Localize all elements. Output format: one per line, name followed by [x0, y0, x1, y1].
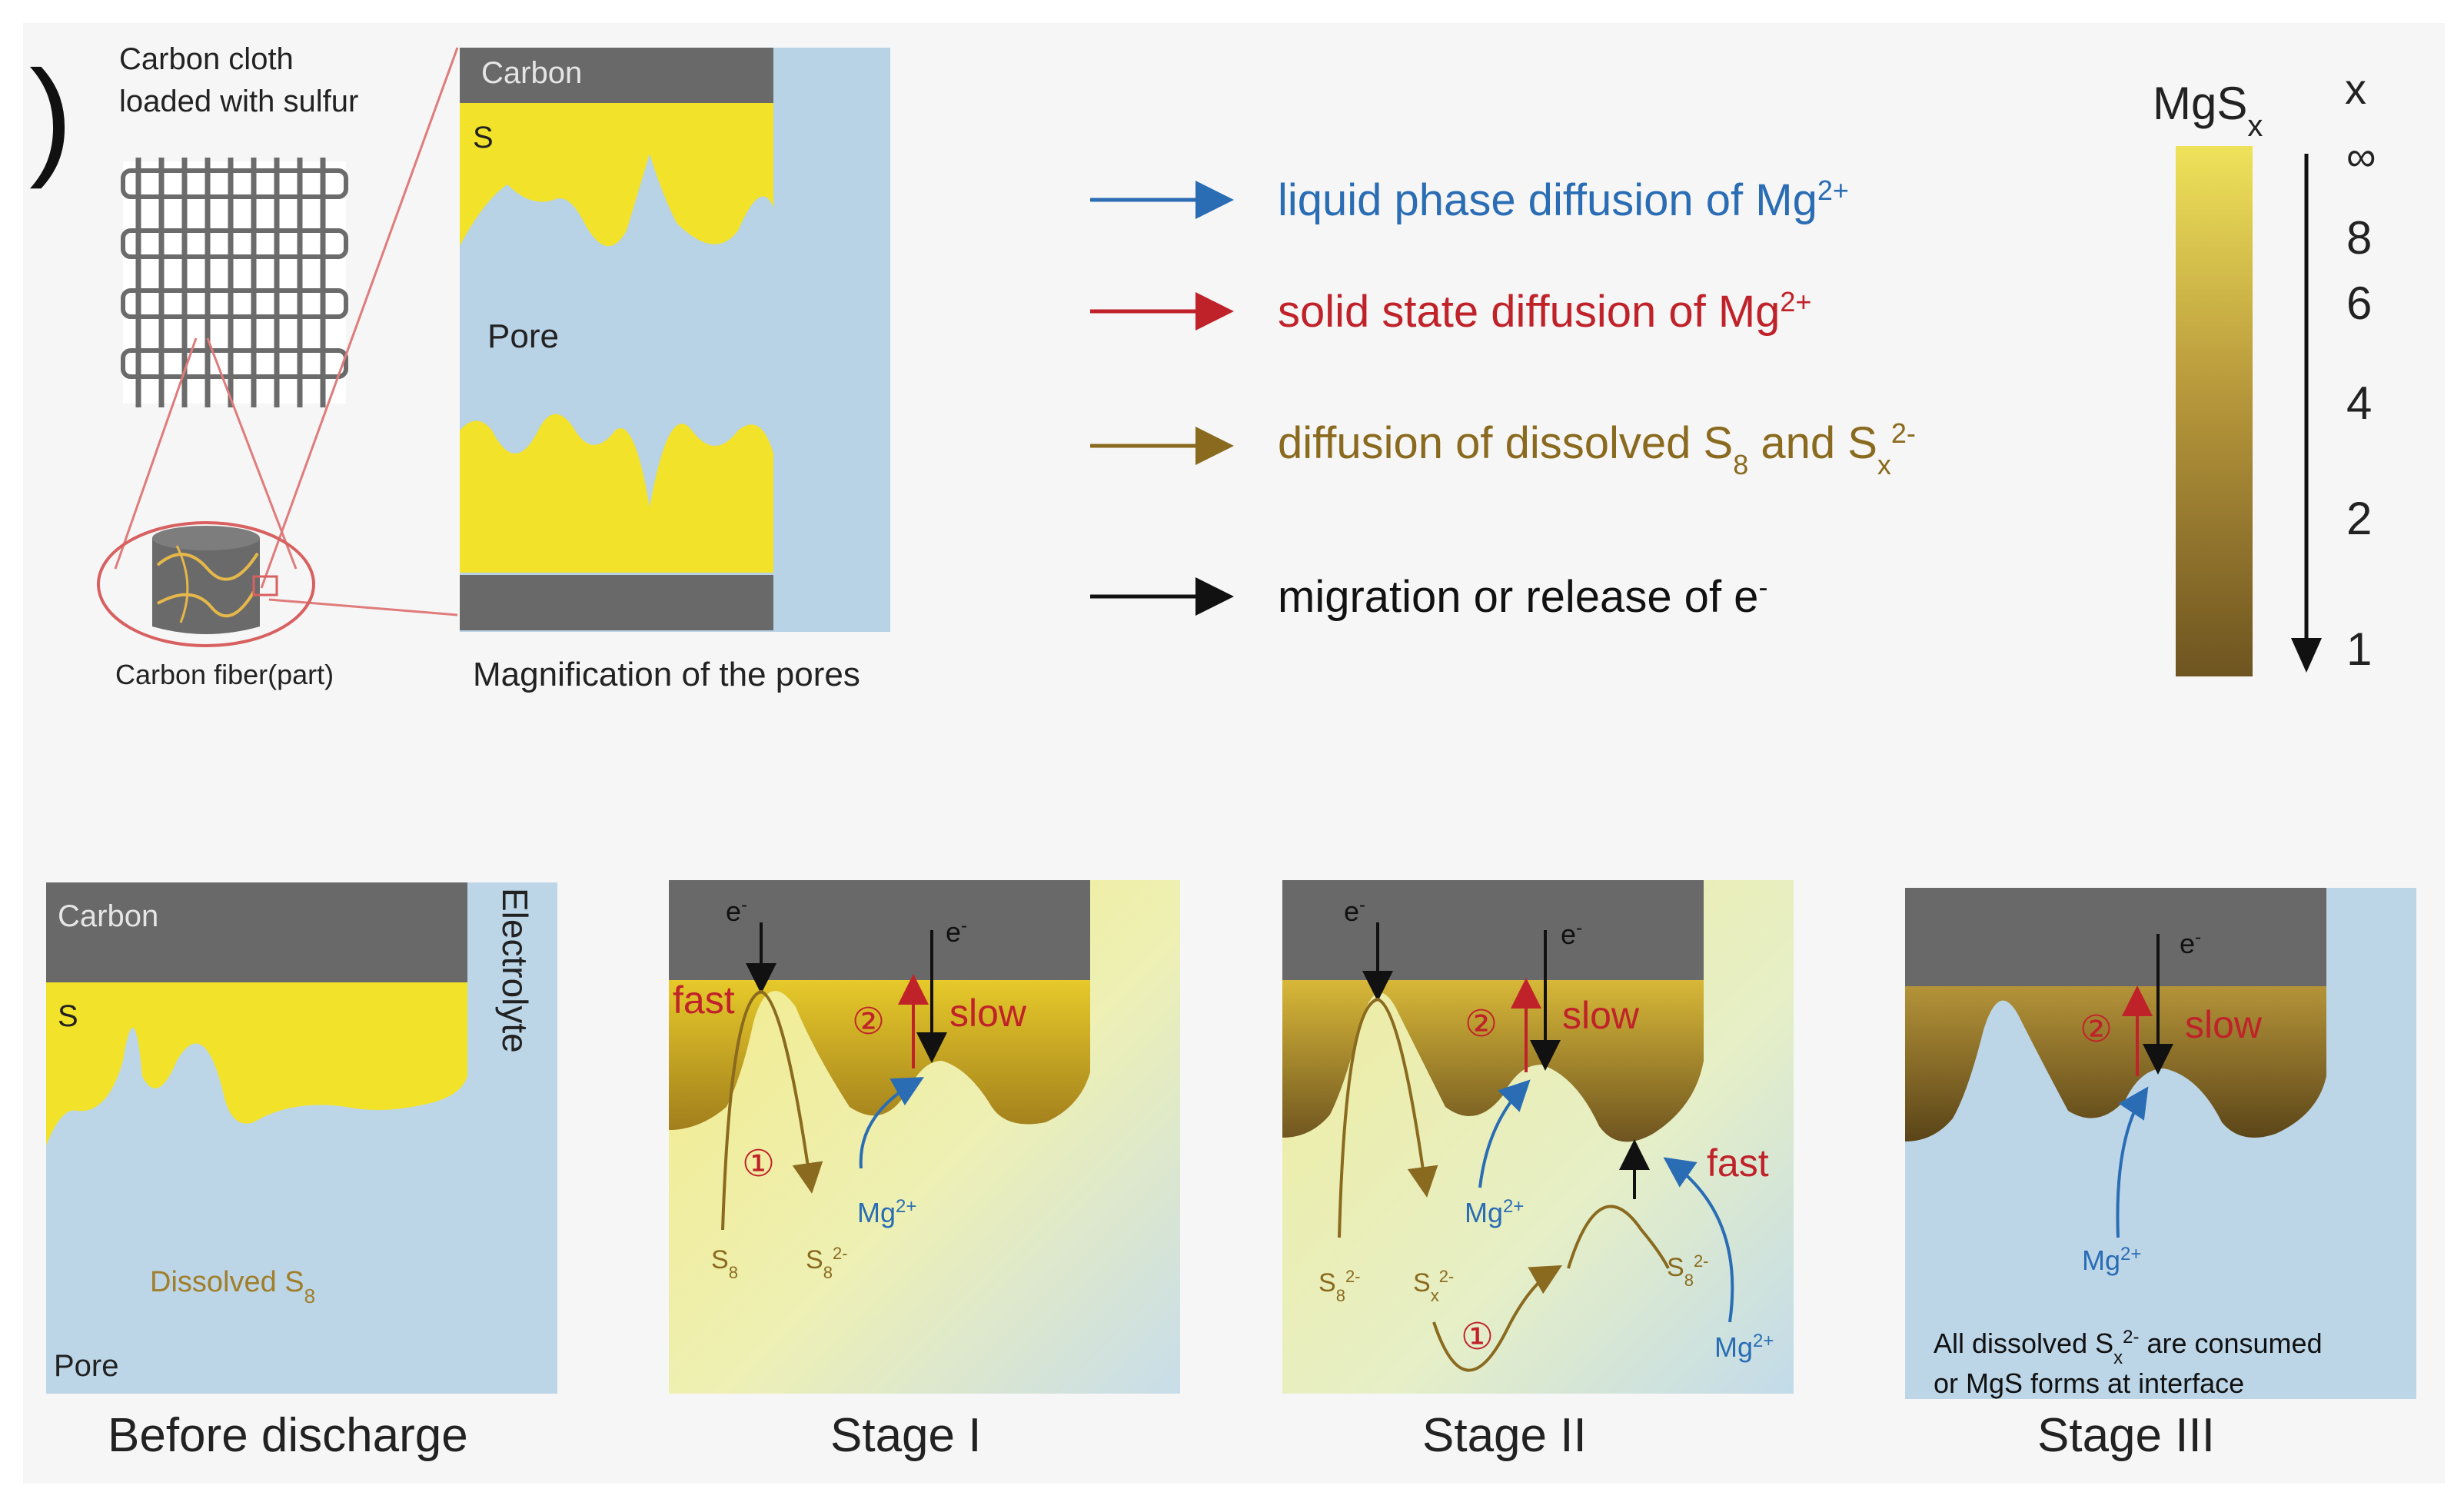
- stage1-caption: Stage I: [830, 1409, 981, 1462]
- stage1-e-left: e-: [726, 895, 747, 928]
- colorbar-tick-inf: ∞: [2346, 134, 2376, 180]
- colorbar-title: MgSx: [2153, 78, 2263, 143]
- stage1-step1: ①: [742, 1144, 775, 1185]
- colorbar-tick-2: 2: [2346, 493, 2372, 544]
- stage2-caption: Stage II: [1422, 1409, 1587, 1462]
- stage2-sx-label: Sx2-: [1413, 1267, 1454, 1305]
- panel-letter: ): [29, 44, 73, 190]
- stage2-s8b-label: S82-: [1667, 1251, 1709, 1290]
- stage3-slow: slow: [2185, 1003, 2263, 1046]
- stage1-s8-label: S8: [711, 1245, 738, 1282]
- carbon-cloth-weave-icon: [121, 158, 348, 407]
- stage2-e-right: e-: [1561, 918, 1582, 951]
- stage3-arrows: [2116, 934, 2173, 1238]
- stage1-e-right: e-: [946, 915, 967, 949]
- stage1-step2: ②: [852, 1002, 885, 1042]
- stage3-e: e-: [2180, 927, 2201, 960]
- legend-text-dissolved: diffusion of dissolved S8 and Sx2-: [1278, 417, 1916, 480]
- panel-stage-1: [669, 880, 1180, 1394]
- colorbar-tick-1: 1: [2346, 623, 2372, 675]
- stage3-caption: Stage III: [2037, 1409, 2215, 1462]
- stage2-step2: ②: [1465, 1004, 1498, 1045]
- fiber-label: Carbon fiber(part): [115, 659, 334, 690]
- stage3-step2: ②: [2080, 1009, 2113, 1050]
- before-electrolyte-label: Electrolyte: [495, 888, 535, 1053]
- stage2-s8-label: S82-: [1318, 1267, 1361, 1305]
- colorbar: MgSx x ∞ 8 6 4 2 1: [2153, 65, 2376, 676]
- before-s-label: S: [58, 999, 78, 1033]
- before-dissolved-label: Dissolved S8: [150, 1266, 315, 1308]
- stage1-arrows: [721, 922, 947, 1231]
- stage1-sx-label: S82-: [806, 1244, 848, 1282]
- stage2-step1: ①: [1461, 1317, 1494, 1357]
- colorbar-gradient: [2176, 146, 2253, 676]
- cloth-label-line1: Carbon cloth: [119, 42, 294, 76]
- stage3-mg-label: Mg2+: [2082, 1244, 2141, 1277]
- before-carbon-label: Carbon: [58, 899, 158, 933]
- stage3-note-line2: or MgS forms at interface: [1934, 1367, 2244, 1399]
- mag-caption: Magnification of the pores: [473, 656, 860, 693]
- stage2-fast: fast: [1707, 1141, 1769, 1185]
- legend-text-liquid: liquid phase diffusion of Mg2+: [1278, 174, 1849, 226]
- legend-text-electron: migration or release of e-: [1278, 571, 1767, 623]
- colorbar-axis-label: x: [2345, 65, 2366, 113]
- before-caption: Before discharge: [108, 1409, 468, 1462]
- carbon-fiber-icon: [97, 521, 315, 647]
- stage2-e-left: e-: [1344, 895, 1365, 928]
- zoom-lines: [114, 47, 459, 616]
- colorbar-tick-4: 4: [2346, 377, 2372, 429]
- colorbar-tick-8: 8: [2346, 212, 2372, 264]
- stage1-slow: slow: [949, 992, 1027, 1035]
- stage3-note-line1: All dissolved Sx2- are consumed: [1934, 1327, 2323, 1368]
- stage1-mg-label: Mg2+: [857, 1196, 916, 1229]
- stage2-mg-label-2: Mg2+: [1714, 1331, 1774, 1364]
- cloth-label-line2: loaded with sulfur: [119, 85, 358, 118]
- panel-stage-2: [1282, 880, 1794, 1394]
- stage2-slow: slow: [1562, 994, 1640, 1037]
- mag-pore-label: Pore: [487, 317, 559, 355]
- colorbar-tick-6: 6: [2346, 277, 2372, 329]
- pore-magnification: [460, 48, 890, 632]
- panel-stage-3: [1905, 888, 2416, 1399]
- legend: liquid phase diffusion of Mg2+ solid sta…: [1090, 174, 1916, 623]
- panel-before-discharge: [46, 882, 557, 1394]
- stage2-mg-label-1: Mg2+: [1465, 1196, 1524, 1229]
- colorbar-axis-arrow: [2291, 638, 2322, 673]
- before-pore-label: Pore: [54, 1349, 119, 1383]
- mag-carbon-label: Carbon: [481, 56, 582, 90]
- mag-s-label: S: [473, 121, 494, 155]
- stage1-fast: fast: [673, 979, 735, 1022]
- legend-text-solid: solid state diffusion of Mg2+: [1278, 286, 1811, 337]
- stage2-arrows: [1338, 922, 1734, 1372]
